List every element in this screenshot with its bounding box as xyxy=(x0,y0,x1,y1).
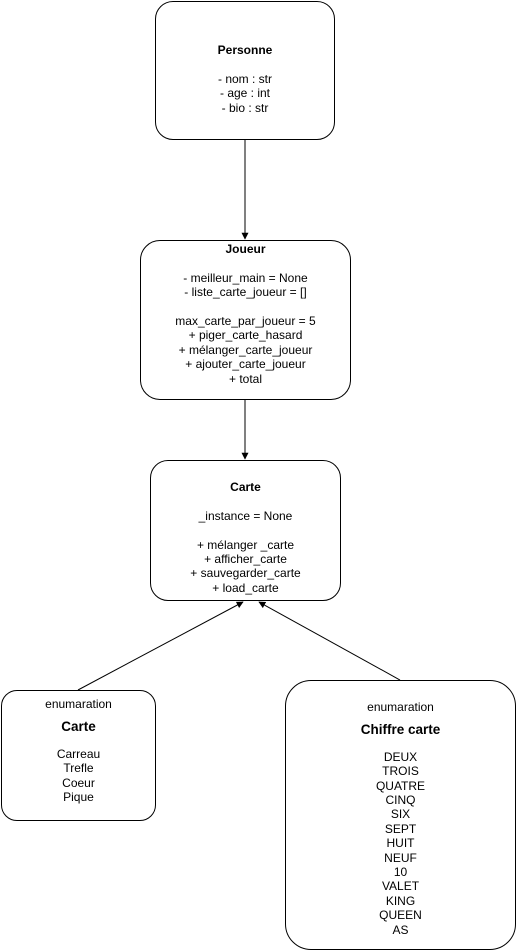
enum-value-trois: TROIS xyxy=(382,764,419,779)
enum-stereotype: enumaration xyxy=(367,700,434,714)
enum-box-chiffre-carte[interactable]: enumaration Chiffre carte DEUX TROIS QUA… xyxy=(285,680,516,950)
spacer xyxy=(141,300,350,314)
attribute-bio: - bio : str xyxy=(221,100,269,115)
method-melanger-carte-joueur: + mélanger_carte_joueur xyxy=(178,342,313,357)
spacer xyxy=(151,523,340,537)
attribute-age: - age : int xyxy=(219,86,271,101)
enum-value-deux: DEUX xyxy=(383,749,418,764)
enum-box-carte[interactable]: enumaration Carte Carreau Trefle Coeur P… xyxy=(1,690,156,821)
enum-value-neuf: NEUF xyxy=(384,850,417,865)
spacer xyxy=(156,57,334,71)
method-load-carte: + load_carte xyxy=(212,580,279,595)
spacer xyxy=(151,494,340,508)
class-title-personne: Personne xyxy=(217,43,273,57)
method-afficher-carte: + afficher_carte xyxy=(204,552,287,566)
attribute-nom: - nom : str xyxy=(217,71,272,86)
enum-value-quatre: QUATRE xyxy=(375,778,426,793)
class-title-carte: Carte xyxy=(230,480,261,494)
enum-value-valet: VALET xyxy=(381,879,420,894)
attribute-liste-carte-joueur: - liste_carte_joueur = [] xyxy=(184,285,307,300)
attribute-meilleur-main: - meilleur_main = None xyxy=(183,270,308,285)
enum-value-queen: QUEEN xyxy=(379,908,422,923)
class-box-personne[interactable]: Personne - nom : str - age : int - bio :… xyxy=(155,1,335,140)
method-piger-carte-hasard: + piger_carte_hasard xyxy=(188,328,303,343)
enum-value-cinq: CINQ xyxy=(385,793,416,808)
enum-value-trefle: Trefle xyxy=(63,761,94,776)
enum-value-as: AS xyxy=(392,922,409,937)
method-total: + total xyxy=(228,371,263,386)
arrow-enum-carte-to-carte xyxy=(77,601,244,691)
enum-value-coeur: Coeur xyxy=(62,775,95,790)
enum-title-chiffre-carte: Chiffre carte xyxy=(360,722,441,738)
class-box-joueur[interactable]: Joueur - meilleur_main = None - liste_ca… xyxy=(140,240,351,400)
attribute-max-carte-par-joueur: max_carte_par_joueur = 5 xyxy=(175,314,316,328)
enum-value-pique: Pique xyxy=(63,790,94,805)
method-ajouter-carte-joueur: + ajouter_carte_joueur xyxy=(185,357,306,372)
enum-stereotype: enumaration xyxy=(45,697,112,711)
enum-value-10: 10 xyxy=(393,865,408,880)
method-melanger-carte: + mélanger _carte xyxy=(196,537,295,552)
enum-value-sept: SEPT xyxy=(384,821,417,836)
enum-value-huit: HUIT xyxy=(386,836,415,851)
class-title-joueur: Joueur xyxy=(225,242,266,256)
arrow-enum-chiffre-to-carte xyxy=(258,601,401,681)
method-sauvegarder-carte: + sauvegarder_carte xyxy=(190,566,301,581)
attribute-instance: _instance = None xyxy=(198,508,293,523)
enum-value-king: KING xyxy=(385,893,416,908)
enum-value-six: SIX xyxy=(390,807,411,822)
enum-title-carte: Carte xyxy=(61,719,96,735)
enum-value-carreau: Carreau xyxy=(56,746,101,761)
spacer xyxy=(141,256,350,270)
class-box-carte[interactable]: Carte _instance = None + mélanger _carte… xyxy=(150,460,341,601)
